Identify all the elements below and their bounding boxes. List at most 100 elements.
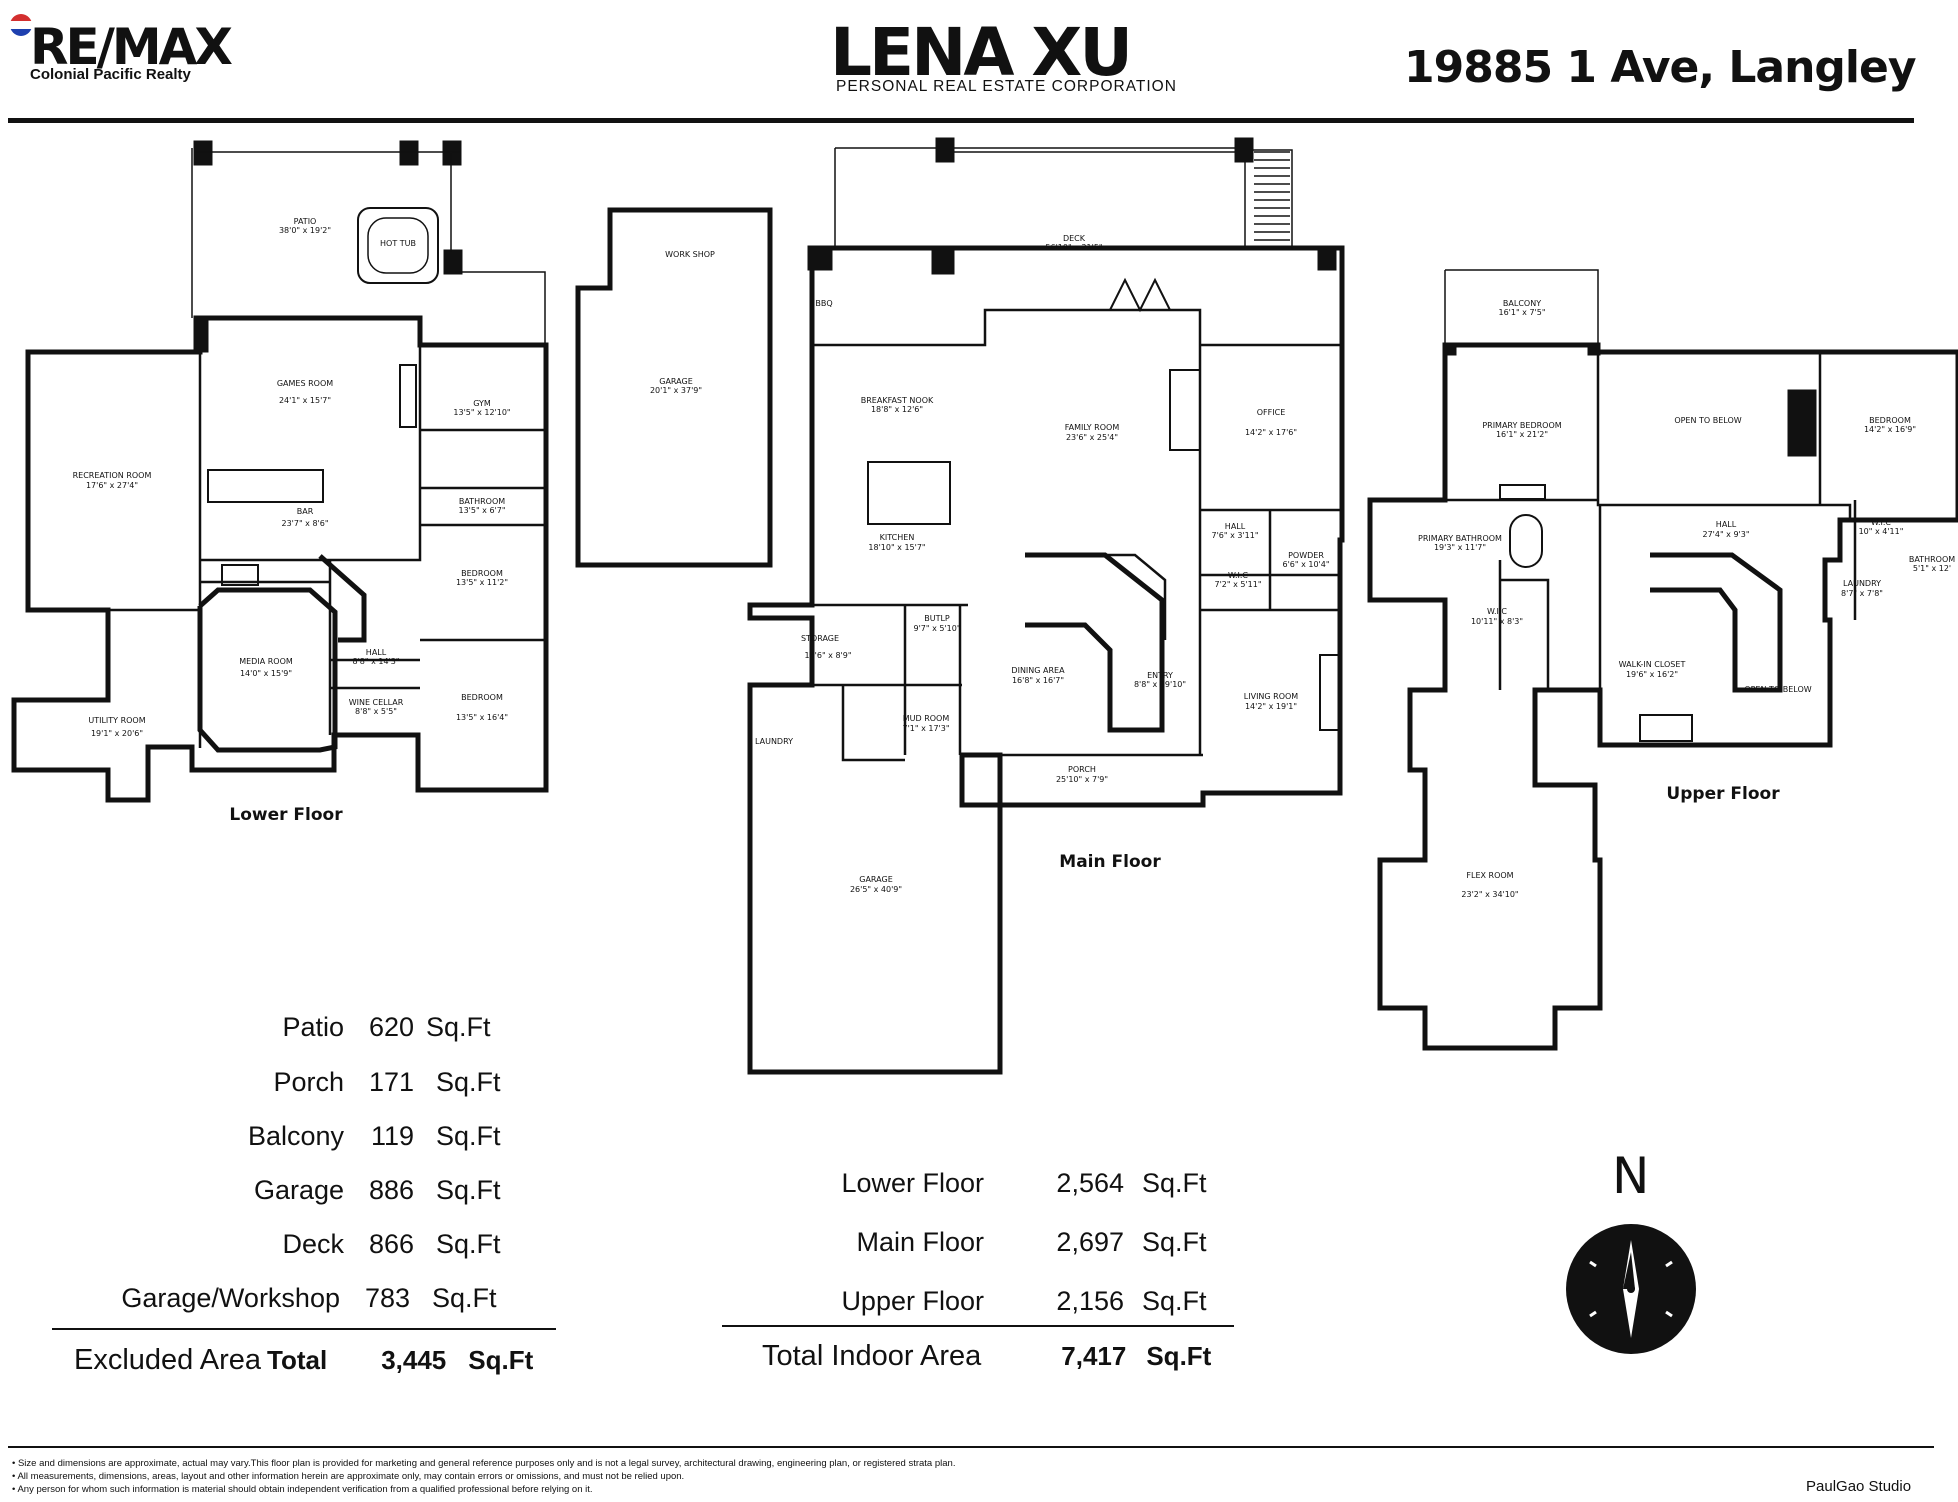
floor-plans: PATIO 38'0" x 19'2" HOT TUB GAMES ROOM 2… <box>11 137 1958 1075</box>
table-row: Garage/Workshop 783 Sq.Ft <box>84 1283 512 1314</box>
room-label: BEDROOM <box>461 569 503 578</box>
area-value: 2,564 <box>1056 1168 1124 1198</box>
upper-floor-outline <box>1367 342 1958 1051</box>
room-label: PATIO <box>294 217 317 226</box>
area-name: Patio <box>282 1012 344 1042</box>
room-label: POWDER <box>1288 551 1324 560</box>
main-floor-room-labels: DECK 56'10" x 21'5" BREAKFAST NOOK 18'8"… <box>755 234 1330 894</box>
workshop-garage-outline <box>575 207 773 568</box>
area-unit: Sq.Ft <box>436 1175 501 1205</box>
room-label: BATHROOM <box>1909 555 1955 564</box>
area-value: 783 <box>364 1283 410 1313</box>
room-dims: 14'0" x 15'9" <box>240 669 292 678</box>
room-label: BEDROOM <box>461 693 503 702</box>
room-dims: 14'2" x 17'6" <box>1245 428 1297 437</box>
room-label: BATHROOM <box>459 497 505 506</box>
property-address: 19885 1 Ave, Langley <box>1404 42 1917 93</box>
area-unit: Sq.Ft <box>1142 1286 1207 1316</box>
room-label: KITCHEN <box>880 533 915 542</box>
room-label: OPEN TO BELOW <box>1744 685 1811 694</box>
room-label: DECK <box>1063 234 1086 243</box>
room-label: BREAKFAST NOOK <box>861 396 934 405</box>
room-dims: 14'2" x 19'1" <box>1245 702 1297 711</box>
room-label: GARAGE <box>659 377 693 386</box>
area-unit: Sq.Ft <box>1142 1168 1207 1198</box>
header-divider <box>8 118 1914 123</box>
workshop-room-labels: WORK SHOP GARAGE 20'1" x 37'9" <box>650 250 715 395</box>
area-name: Deck <box>282 1229 344 1259</box>
room-dims: 23'6" x 25'4" <box>1066 433 1118 442</box>
room-label: PRIMARY BEDROOM <box>1482 421 1561 430</box>
room-label: MEDIA ROOM <box>239 657 293 666</box>
room-dims: 5'1" x 12' <box>1913 564 1951 573</box>
compass-icon <box>1566 1224 1696 1354</box>
room-dims: 19'1" x 20'6" <box>91 729 143 738</box>
area-name: Garage/Workshop <box>121 1283 340 1313</box>
area-name: Upper Floor <box>841 1286 984 1316</box>
room-label: STORAGE <box>801 634 839 643</box>
disclaimer: Size and dimensions are approximate, act… <box>12 1457 955 1496</box>
room-dims: 13'5" x 12'10" <box>453 408 510 417</box>
room-label: HALL <box>1225 522 1246 531</box>
disclaimer-line: Any person for whom such information is … <box>12 1483 955 1496</box>
room-label: BEDROOM <box>1869 416 1911 425</box>
table-row: Upper Floor 2,156 Sq.Ft <box>760 1286 1207 1317</box>
room-label: LAUNDRY <box>755 737 793 746</box>
table-row: Deck 866 Sq.Ft <box>84 1229 516 1260</box>
area-value: 866 <box>368 1229 414 1259</box>
room-dims: 8'7" x 7'8" <box>1841 589 1883 598</box>
area-unit: Sq.Ft <box>426 1012 491 1042</box>
total-unit: Sq.Ft <box>1146 1341 1212 1371</box>
footer-divider <box>8 1446 1934 1448</box>
room-label: HALL <box>366 648 387 657</box>
room-label: LIVING ROOM <box>1244 692 1299 701</box>
room-label: FAMILY ROOM <box>1065 423 1120 432</box>
room-dims: 23'2" x 34'10" <box>1461 890 1518 899</box>
upper-floor-room-labels: BALCONY 16'1" x 7'5" PRIMARY BEDROOM 16'… <box>1418 299 1955 899</box>
area-unit: Sq.Ft <box>1142 1227 1207 1257</box>
room-label: HOT TUB <box>380 239 416 248</box>
total-label: Total Indoor Area <box>762 1340 982 1372</box>
room-dims: 14'2" x 16'9" <box>1864 425 1916 434</box>
excluded-total-row: Excluded Area Total 3,445 Sq.Ft <box>74 1344 533 1377</box>
room-label: RECREATION ROOM <box>73 471 152 480</box>
area-value: 886 <box>368 1175 414 1205</box>
studio-credit: PaulGao Studio <box>1806 1478 1912 1495</box>
room-label: W.I.C <box>1871 518 1891 527</box>
room-label: GYM <box>473 399 491 408</box>
table-row: Main Floor 2,697 Sq.Ft <box>760 1227 1207 1258</box>
room-dims: 27'4" x 9'3" <box>1702 530 1749 539</box>
room-label: BALCONY <box>1503 299 1541 308</box>
room-label: OFFICE <box>1257 408 1286 417</box>
room-dims: 25'10" x 7'9" <box>1056 775 1108 784</box>
room-dims: 8'8" x 5'5" <box>355 707 397 716</box>
room-dims: 18'8" x 12'6" <box>871 405 923 414</box>
main-floor-outline <box>747 245 1345 1075</box>
brand-subtitle: Colonial Pacific Realty <box>30 66 191 83</box>
compass-north-label: N <box>1612 1147 1650 1205</box>
room-dims: 23'7" x 8'6" <box>281 519 328 528</box>
area-name: Garage <box>253 1175 344 1205</box>
area-value: 2,156 <box>1056 1286 1124 1316</box>
area-value: 620 <box>368 1012 414 1042</box>
room-label: HALL <box>1716 520 1737 529</box>
room-dims: 24'1" x 15'7" <box>279 396 331 405</box>
room-dims: 8'8" x 14'3" <box>352 657 399 666</box>
table-row: Patio 620 Sq.Ft <box>84 1012 506 1043</box>
total-word: Total <box>267 1345 328 1375</box>
total-label: Excluded Area <box>74 1344 262 1376</box>
room-label: FLEX ROOM <box>1466 871 1513 880</box>
area-value: 171 <box>368 1067 414 1097</box>
remax-balloon-icon <box>10 14 32 36</box>
total-unit: Sq.Ft <box>468 1345 534 1375</box>
room-dims: 18'10" x 15'7" <box>868 543 925 552</box>
area-name: Lower Floor <box>841 1168 984 1198</box>
room-dims: 13'5" x 16'4" <box>456 713 508 722</box>
room-label: PRIMARY BATHROOM <box>1418 534 1502 543</box>
disclaimer-line: All measurements, dimensions, areas, lay… <box>12 1470 955 1483</box>
main-floor-label: Main Floor <box>1059 852 1161 872</box>
room-label: BUTLP <box>924 614 950 623</box>
area-value: 119 <box>370 1121 414 1151</box>
area-name: Porch <box>273 1067 344 1097</box>
table-row: Porch 171 Sq.Ft <box>84 1067 516 1098</box>
